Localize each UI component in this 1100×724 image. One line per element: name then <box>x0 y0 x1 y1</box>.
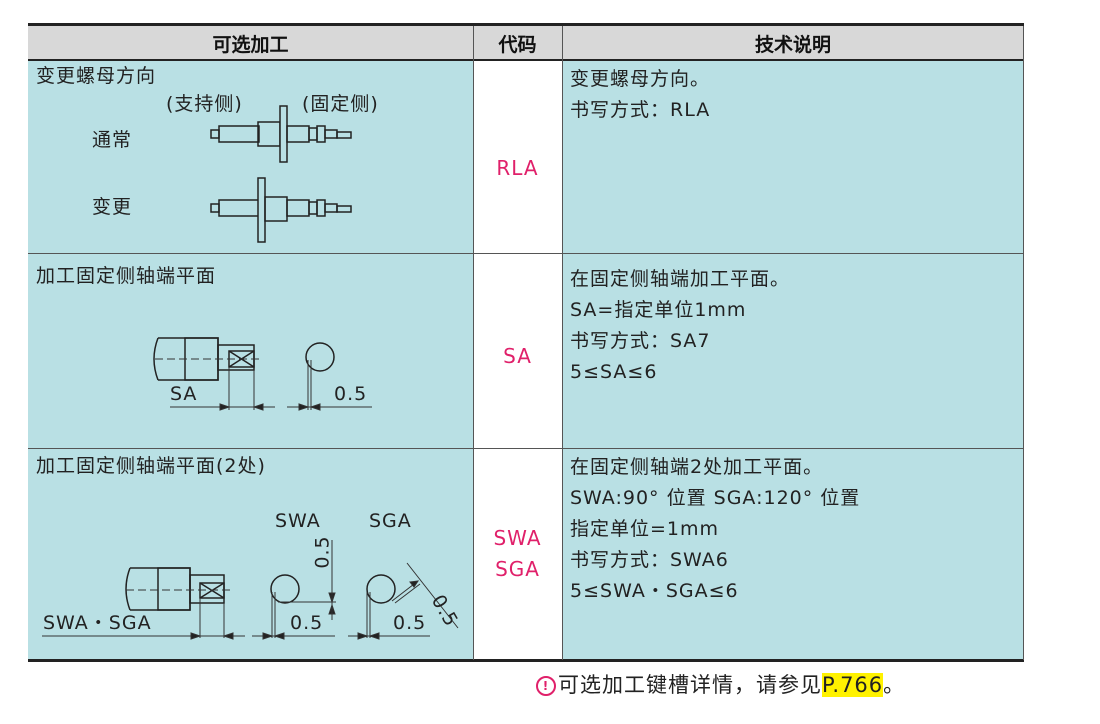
changed-label: 变更 <box>92 196 133 218</box>
code-rla: RLA <box>496 156 539 180</box>
desc-line: 在固定侧轴端加工平面。 <box>570 268 791 290</box>
option-title: 加工固定侧轴端平面(2处) <box>36 455 266 477</box>
desc-line: SWA:90° 位置 SGA:120° 位置 <box>570 487 861 509</box>
desc-line: SA=指定单位1mm <box>570 299 747 321</box>
footnote-end: 。 <box>883 673 906 697</box>
dim-value: 0.5 <box>334 383 368 405</box>
code-sga: SGA <box>495 557 540 581</box>
alert-circle-icon: ! <box>536 676 556 696</box>
dim-label-sa: SA <box>170 383 198 405</box>
desc-line: 指定单位=1mm <box>570 518 720 540</box>
header-code: 代码 <box>473 26 562 60</box>
fixed-side-label: (固定侧) <box>302 93 379 115</box>
column-divider <box>473 26 474 660</box>
desc-line: 书写方式：SWA6 <box>570 549 729 571</box>
support-side-label: (支持侧) <box>166 93 243 115</box>
desc-line: 5≤SWA・SGA≤6 <box>570 580 739 602</box>
footnote: !可选加工键槽详情，请参见P.766。 <box>536 670 905 700</box>
normal-label: 通常 <box>92 129 133 151</box>
column-divider <box>1023 26 1024 660</box>
code-sa: SA <box>503 344 532 368</box>
table-top-rule <box>28 23 1024 26</box>
desc-line: 书写方式：SA7 <box>570 330 711 352</box>
option-title: 变更螺母方向 <box>36 65 157 87</box>
dim-swa: 0.5 <box>290 612 324 634</box>
page-reference-link[interactable]: P.766 <box>822 673 884 697</box>
header-rule <box>28 59 1024 61</box>
dim-label-swa-sga: SWA・SGA <box>43 612 152 634</box>
code-swa: SWA <box>493 526 542 550</box>
column-divider <box>562 26 563 660</box>
sga-label: SGA <box>369 510 412 532</box>
dim-vertical: 0.5 <box>311 535 334 569</box>
footnote-text: 可选加工键槽详情，请参见 <box>558 673 822 697</box>
row-divider <box>28 448 1024 449</box>
swa-label: SWA <box>275 510 321 532</box>
desc-line: 在固定侧轴端2处加工平面。 <box>570 456 824 478</box>
dim-sga: 0.5 <box>393 612 427 634</box>
table-bottom-rule <box>28 659 1024 662</box>
header-tech-notes: 技术说明 <box>562 26 1024 60</box>
header-optional-processing: 可选加工 <box>28 26 473 60</box>
desc-line: 5≤SA≤6 <box>570 361 658 383</box>
code-column <box>474 60 562 660</box>
desc-line: 书写方式：RLA <box>570 99 711 121</box>
row-divider <box>28 253 1024 254</box>
desc-line: 变更螺母方向。 <box>570 68 711 90</box>
option-title: 加工固定侧轴端平面 <box>36 265 217 287</box>
